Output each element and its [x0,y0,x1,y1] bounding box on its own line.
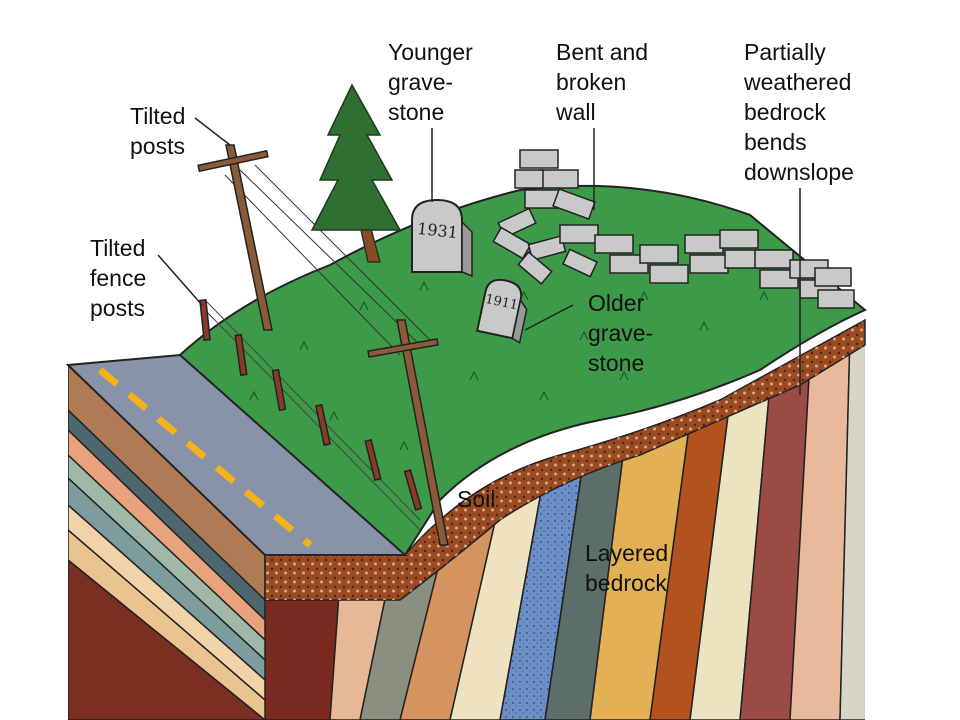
label-tilted-fence-posts: Tilted fence posts [90,235,147,321]
fence-post [199,298,211,342]
label-weathered-bedrock: Partially weathered bedrock bends downsl… [744,39,854,185]
label-younger-gravestone: Younger grave- stone [388,39,473,125]
label-tilted-posts: Tilted posts [130,103,186,159]
grass-tufts [249,280,769,451]
tree [310,83,402,263]
older-gravestone-year: 1911 [484,292,519,314]
fence-post [403,469,423,511]
label-bent-broken-wall: Bent and broken wall [556,39,649,125]
younger-gravestone: 1931 [411,198,473,278]
older-gravestone: 1911 [476,278,528,345]
fence-post [364,438,382,482]
bent-broken-wall [492,149,855,309]
label-soil: Soil [457,486,496,512]
utility-pole [396,319,449,546]
road-surface [65,353,408,556]
label-older-gravestone: Older grave- stone [588,290,654,376]
soil-texture [265,320,865,600]
layered-bedrock-section [265,320,865,720]
label-layered-bedrock: Layered bedrock [585,540,669,596]
fence-post [234,333,248,377]
utility-pole-crossarm [197,149,269,173]
tilted-fence [199,298,423,531]
road-centerline [97,367,313,548]
leader-lines [157,117,801,395]
tilted-utility-posts [197,144,449,546]
younger-gravestone-year: 1931 [416,219,458,242]
utility-pole [225,144,273,331]
fence-post [271,368,287,412]
utility-pole-crossarm [367,338,439,358]
fence-post [315,403,331,447]
